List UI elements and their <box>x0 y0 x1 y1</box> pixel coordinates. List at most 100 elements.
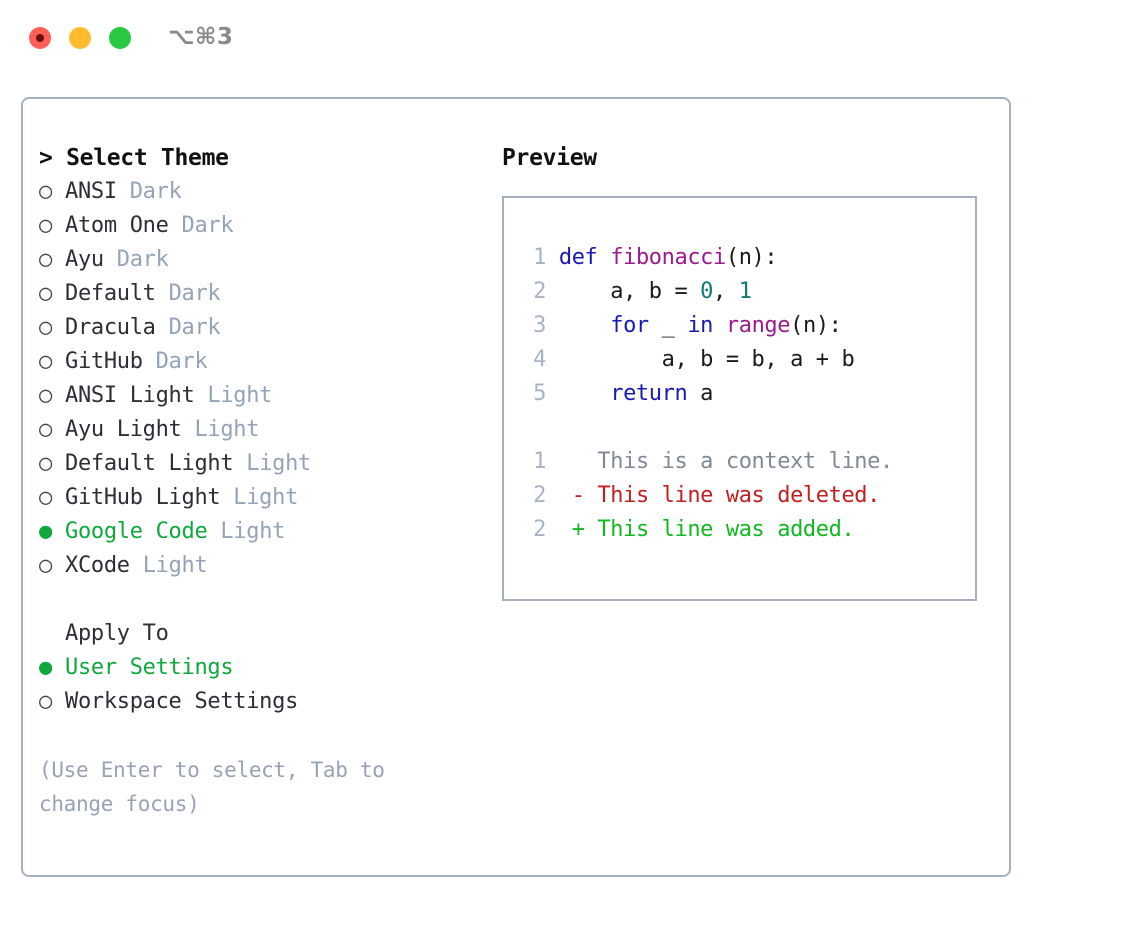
radio-unselected-icon: ○ <box>39 553 52 578</box>
theme-option-xcode[interactable]: ○XCode Light <box>39 549 489 583</box>
diff-marker: - <box>571 483 598 508</box>
diff-line-content: This line was added. <box>597 517 855 542</box>
theme-option-category: Light <box>194 417 260 442</box>
theme-option-label: ANSI <box>65 179 117 204</box>
code-line-content: for _ in range(n): <box>559 313 842 338</box>
code-line-number: 4 <box>533 347 546 372</box>
section-spacer <box>39 583 489 617</box>
theme-option-default-light[interactable]: ○Default Light Light <box>39 447 489 481</box>
label-gap <box>194 383 207 408</box>
theme-option-label: Default <box>65 281 156 306</box>
title-bar: ⌥⌘3 <box>0 0 1140 78</box>
code-line-content: a, b = b, a + b <box>559 347 855 372</box>
theme-option-dracula[interactable]: ○Dracula Dark <box>39 311 489 345</box>
diff-marker <box>572 449 598 474</box>
theme-option-list: ○ANSI Dark○Atom One Dark○Ayu Dark○Defaul… <box>39 175 489 583</box>
theme-option-category: Light <box>207 383 273 408</box>
maximize-button[interactable] <box>109 27 131 49</box>
label-gap <box>156 315 169 340</box>
radio-unselected-icon: ○ <box>39 315 52 340</box>
label-gap <box>130 553 143 578</box>
radio-unselected-icon: ○ <box>39 451 52 476</box>
diff-line-number: 2 <box>533 483 546 508</box>
theme-option-label: Default Light <box>65 451 234 476</box>
radio-unselected-icon: ○ <box>39 689 52 714</box>
code-token-kw: def <box>558 245 611 270</box>
code-token-plain: a <box>687 381 714 406</box>
theme-option-github[interactable]: ○GitHub Dark <box>39 345 489 379</box>
radio-selected-icon: ● <box>39 655 52 680</box>
diff-line-deleted: 2 - This line was deleted. <box>522 479 975 513</box>
theme-option-label: Ayu <box>65 247 104 272</box>
code-token-plain: a, b = <box>558 279 701 304</box>
label-gap <box>233 451 246 476</box>
code-line: 3 for _ in range(n): <box>522 309 975 343</box>
radio-unselected-icon: ○ <box>39 247 52 272</box>
theme-option-github-light[interactable]: ○GitHub Light Light <box>39 481 489 515</box>
label-gap <box>117 179 130 204</box>
preview-panel: Preview 1 def fibonacci(n):2 a, b = 0, 1… <box>502 141 992 601</box>
code-line-content: def fibonacci(n): <box>558 245 778 270</box>
theme-option-ansi-light[interactable]: ○ANSI Light Light <box>39 379 489 413</box>
apply-to-option-user-settings[interactable]: ● User Settings <box>39 651 489 685</box>
diff-sample: 1 This is a context line.2 - This line w… <box>522 445 975 547</box>
radio-selected-icon: ● <box>39 519 52 544</box>
label-gap <box>182 417 195 442</box>
theme-option-atom-one[interactable]: ○ Atom One Dark <box>39 209 489 243</box>
diff-line-content: This is a context line. <box>597 449 893 474</box>
apply-to-option-label: Workspace Settings <box>65 689 299 714</box>
minimize-button[interactable] <box>69 27 91 49</box>
radio-unselected-icon: ○ <box>39 281 52 306</box>
code-line: 2 a, b = 0, 1 <box>522 275 975 309</box>
theme-option-category: Dark <box>129 179 182 204</box>
radio-unselected-icon: ○ <box>39 485 52 510</box>
close-button[interactable] <box>29 27 51 49</box>
theme-option-ansi[interactable]: ○ANSI Dark <box>39 175 489 209</box>
theme-selector-panel: > Select Theme ○ANSI Dark○Atom One Dark○… <box>39 141 489 821</box>
theme-option-label: GitHub Light <box>65 485 221 510</box>
radio-unselected-icon: ○ <box>39 349 52 374</box>
code-token-num: 1 <box>738 279 752 304</box>
theme-option-ayu[interactable]: ○ Ayu Dark <box>39 243 489 277</box>
theme-option-ayu-light[interactable]: ○Ayu Light Light <box>39 413 489 447</box>
theme-option-label: Atom One <box>65 213 169 238</box>
code-diff-spacer <box>522 411 975 445</box>
label-gap <box>207 519 220 544</box>
label-gap <box>169 213 182 238</box>
code-line-content: a, b = 0, 1 <box>559 279 752 304</box>
theme-option-label: ANSI Light <box>65 383 195 408</box>
keyboard-hint-text: (Use Enter to select, Tab to change focu… <box>39 758 385 816</box>
radio-unselected-icon: ○ <box>39 213 52 238</box>
preview-title: Preview <box>502 145 597 171</box>
traffic-light-buttons <box>29 27 131 49</box>
theme-option-google-code[interactable]: ●Google Code Light <box>39 515 489 549</box>
apply-to-option-label: User Settings <box>65 655 234 680</box>
diff-line-context: 1 This is a context line. <box>522 445 975 479</box>
theme-option-category: Light <box>142 553 208 578</box>
diff-line-added: 2 + This line was added. <box>522 513 975 547</box>
code-token-num: 0 <box>700 279 714 304</box>
code-line: 1 def fibonacci(n): <box>522 241 975 275</box>
apply-to-option-workspace-settings[interactable]: ○ Workspace Settings <box>39 685 489 719</box>
code-line-number: 5 <box>533 381 546 406</box>
diff-line-number: 2 <box>533 517 546 542</box>
code-line-number: 1 <box>533 245 546 270</box>
dialog-card: > Select Theme ○ANSI Dark○Atom One Dark○… <box>21 97 1011 877</box>
theme-option-label: Ayu Light <box>65 417 182 442</box>
code-token-plain: , <box>713 279 739 304</box>
code-token-kw: in <box>687 313 714 338</box>
theme-option-label: GitHub <box>65 349 143 374</box>
window-title: ⌥⌘3 <box>168 24 234 50</box>
theme-option-category: Dark <box>116 247 169 272</box>
theme-option-category: Dark <box>168 281 221 306</box>
theme-option-label: Google Code <box>65 519 208 544</box>
theme-option-category: Dark <box>181 213 234 238</box>
diff-line-number: 1 <box>533 449 546 474</box>
label-gap <box>104 247 117 272</box>
theme-option-default[interactable]: ○ Default Dark <box>39 277 489 311</box>
label-gap <box>220 485 233 510</box>
theme-option-category: Dark <box>168 315 221 340</box>
